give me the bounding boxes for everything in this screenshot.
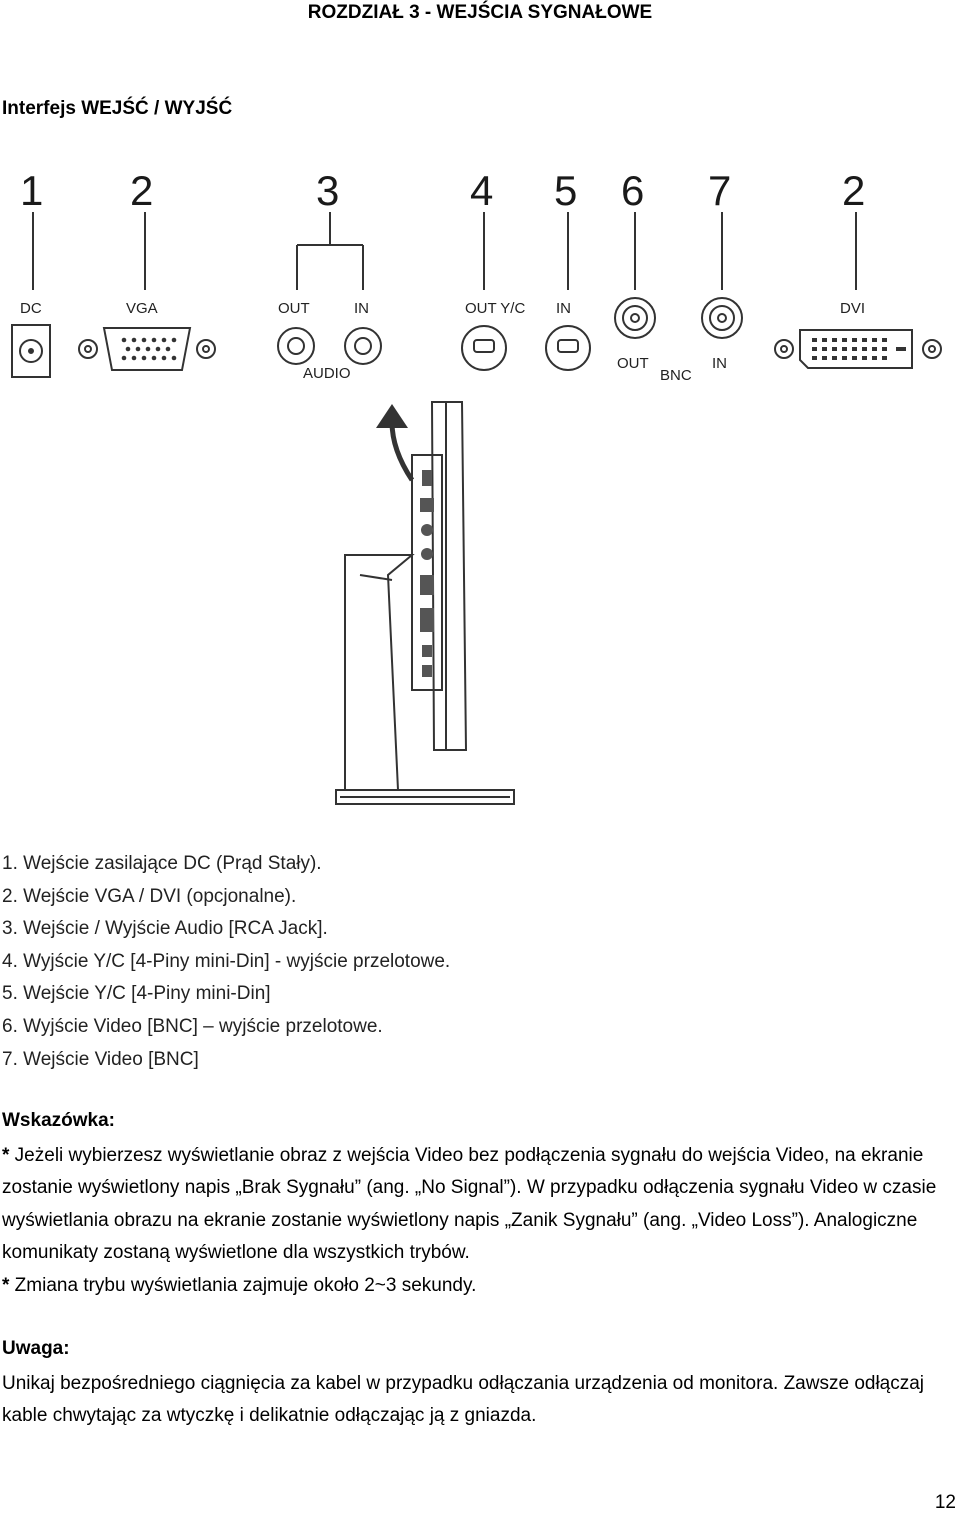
port-list: 1. Wejście zasilające DC (Prąd Stały). 2… bbox=[2, 848, 450, 1076]
label-bnc-out: OUT bbox=[617, 355, 649, 372]
dvi-port-icon bbox=[774, 329, 942, 369]
hint-heading: Wskazówka: bbox=[2, 1110, 115, 1131]
port-list-item: 6. Wyjście Video [BNC] – wyjście przelot… bbox=[2, 1015, 383, 1037]
callout-number-4: 4 bbox=[470, 167, 493, 214]
vga-port-icon bbox=[78, 327, 216, 371]
label-vga: VGA bbox=[126, 300, 158, 317]
port-list-item: 4. Wyjście Y/C [4-Piny mini-Din] - wyjśc… bbox=[2, 950, 451, 972]
yc-mini-din-icon bbox=[461, 325, 591, 371]
callout-number-7: 7 bbox=[708, 167, 731, 214]
audio-rca-icon bbox=[277, 327, 382, 365]
label-dvi: DVI bbox=[840, 300, 865, 317]
callout-number-5: 5 bbox=[554, 167, 577, 214]
label-bnc: BNC bbox=[660, 367, 692, 384]
warning-heading: Uwaga: bbox=[2, 1338, 70, 1359]
hint-star-2: * bbox=[2, 1274, 10, 1296]
port-list-item: 3. Wejście / Wyjście Audio [RCA Jack]. bbox=[2, 918, 328, 940]
bnc-connector-icon bbox=[614, 297, 743, 339]
label-audio-in: IN bbox=[354, 300, 369, 317]
section-title: Interfejs WEJŚĆ / WYJŚĆ bbox=[2, 98, 233, 119]
hint-star-1: * bbox=[2, 1145, 10, 1166]
page-number: 12 bbox=[934, 1492, 956, 1513]
label-audio: AUDIO bbox=[303, 365, 351, 382]
callout-number-6: 6 bbox=[621, 167, 644, 214]
hint-line-2: Zmiana trybu wyświetlania zajmuje około … bbox=[9, 1274, 477, 1296]
dc-jack-icon bbox=[11, 324, 51, 378]
port-list-item: 7. Wejście Video [BNC] bbox=[2, 1048, 199, 1070]
callout-number-2: 2 bbox=[130, 167, 153, 214]
callout-number-3: 3 bbox=[316, 167, 339, 214]
hint-text: * Jeżeli wybierzesz wyświetlanie obraz z… bbox=[2, 1140, 952, 1302]
label-bnc-in: IN bbox=[712, 355, 727, 372]
hint-line-1: Jeżeli wybierzesz wyświetlanie obraz z w… bbox=[2, 1145, 937, 1264]
io-panel-diagram: 1 2 3 4 5 6 7 2 DC VGA OUT IN AUDIO OUT … bbox=[0, 150, 960, 830]
port-list-item: 1. Wejście zasilające DC (Prąd Stały). bbox=[2, 853, 322, 874]
port-list-item: 5. Wejście Y/C [4-Piny mini-Din] bbox=[2, 983, 271, 1005]
curved-arrow-icon bbox=[376, 404, 415, 482]
warning-text: Unikaj bezpośredniego ciągnięcia za kabe… bbox=[2, 1373, 925, 1427]
callout-number-2b: 2 bbox=[842, 167, 865, 214]
port-list-item: 2. Wejście VGA / DVI (opcjonalne). bbox=[2, 885, 297, 907]
chapter-title: ROZDZIAŁ 3 - WEJŚCIA SYGNAŁOWE bbox=[307, 2, 653, 23]
label-yc-in: IN bbox=[556, 300, 571, 317]
label-dc: DC bbox=[20, 300, 42, 317]
callout-number-1: 1 bbox=[20, 167, 43, 214]
label-yc-out: OUT Y/C bbox=[465, 300, 525, 317]
monitor-side-view bbox=[335, 401, 515, 805]
label-audio-out: OUT bbox=[278, 300, 310, 317]
